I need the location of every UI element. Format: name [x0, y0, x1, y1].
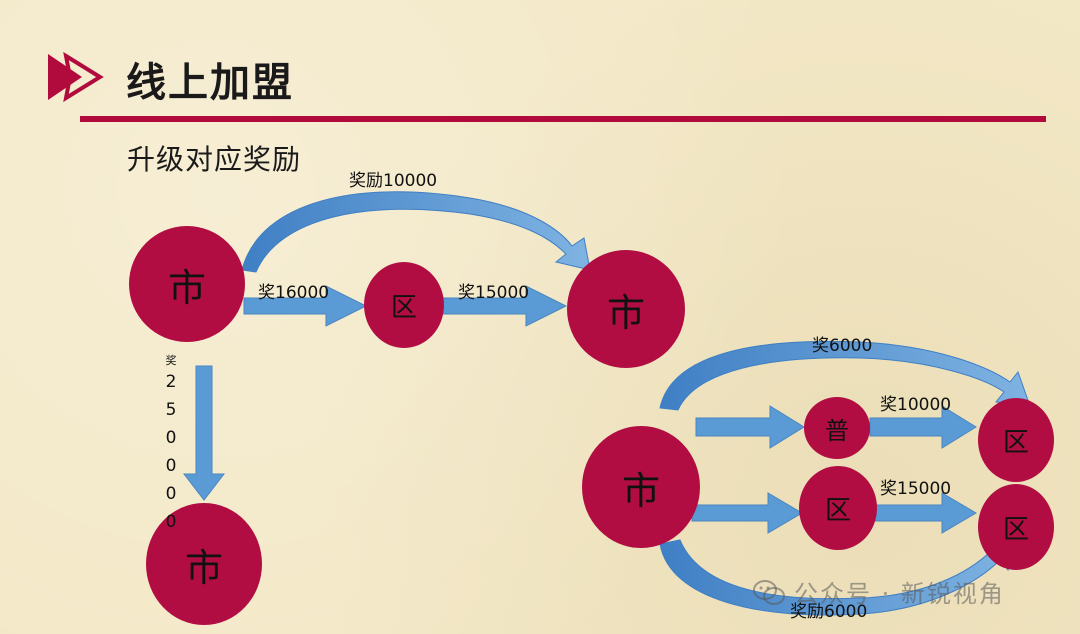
label-reward-250000-vertical: 奖 2 5 0 0 0 0: [162, 354, 180, 536]
vertical-digit: 0: [165, 484, 177, 504]
label-reward-15000-top: 奖15000: [458, 283, 530, 303]
node-district-mid: 区: [364, 262, 444, 348]
vertical-prefix: 奖: [165, 354, 177, 367]
label-reward-6000-arc: 奖6000: [812, 336, 873, 356]
label-reward-10000: 奖10000: [880, 395, 952, 415]
title-chevron-icon: [48, 52, 104, 102]
node-district-br-top-label: 区: [1002, 427, 1029, 458]
node-city-br: 市: [582, 426, 700, 548]
vertical-digit: 0: [165, 456, 177, 476]
node-district-mid-label: 区: [390, 292, 417, 323]
node-pu: 普: [804, 397, 870, 459]
node-pu-label: 普: [825, 416, 849, 445]
arrow-15000-top: [441, 285, 568, 327]
node-district-br-bottom-label: 区: [1002, 514, 1029, 545]
arrow-down: [182, 365, 226, 501]
arrow-to-pu: [695, 405, 805, 449]
vertical-digit: 2: [165, 372, 177, 392]
label-reward-10000-arc: 奖励10000: [349, 171, 438, 191]
vertical-digit: 0: [165, 512, 177, 532]
page-subtitle: 升级对应奖励: [127, 143, 302, 176]
arrow-10000: [869, 405, 977, 449]
page-title: 线上加盟: [126, 60, 294, 106]
arrow-15000-br: [873, 492, 977, 534]
node-city-left-label: 市: [167, 265, 206, 310]
node-city-left: 市: [129, 226, 245, 342]
label-reward-6000-bottom: 奖励6000: [790, 602, 868, 622]
node-city-right: 市: [567, 250, 685, 368]
title-divider: [80, 116, 1046, 122]
node-city-bottom: 市: [146, 503, 262, 625]
node-district-br-top: 区: [978, 398, 1054, 482]
arrow-to-district: [691, 492, 803, 534]
arc-10000: [241, 191, 591, 273]
vertical-digit: 0: [165, 428, 177, 448]
arrow-16000: [243, 285, 368, 327]
wechat-icon: [753, 579, 785, 605]
watermark-text: 公众号 · 新锐视角: [794, 580, 1005, 608]
node-district-br-bottom: 区: [978, 484, 1054, 570]
node-district-br-mid: 区: [799, 466, 877, 550]
label-reward-16000: 奖16000: [258, 283, 330, 303]
node-city-bottom-label: 市: [184, 545, 223, 590]
vertical-digit: 5: [165, 400, 177, 420]
node-city-br-label: 市: [621, 468, 660, 513]
node-city-right-label: 市: [606, 290, 645, 335]
watermark: 公众号 · 新锐视角: [752, 574, 1005, 609]
label-reward-15000-br: 奖15000: [880, 479, 952, 499]
node-district-br-mid-label: 区: [824, 495, 851, 526]
